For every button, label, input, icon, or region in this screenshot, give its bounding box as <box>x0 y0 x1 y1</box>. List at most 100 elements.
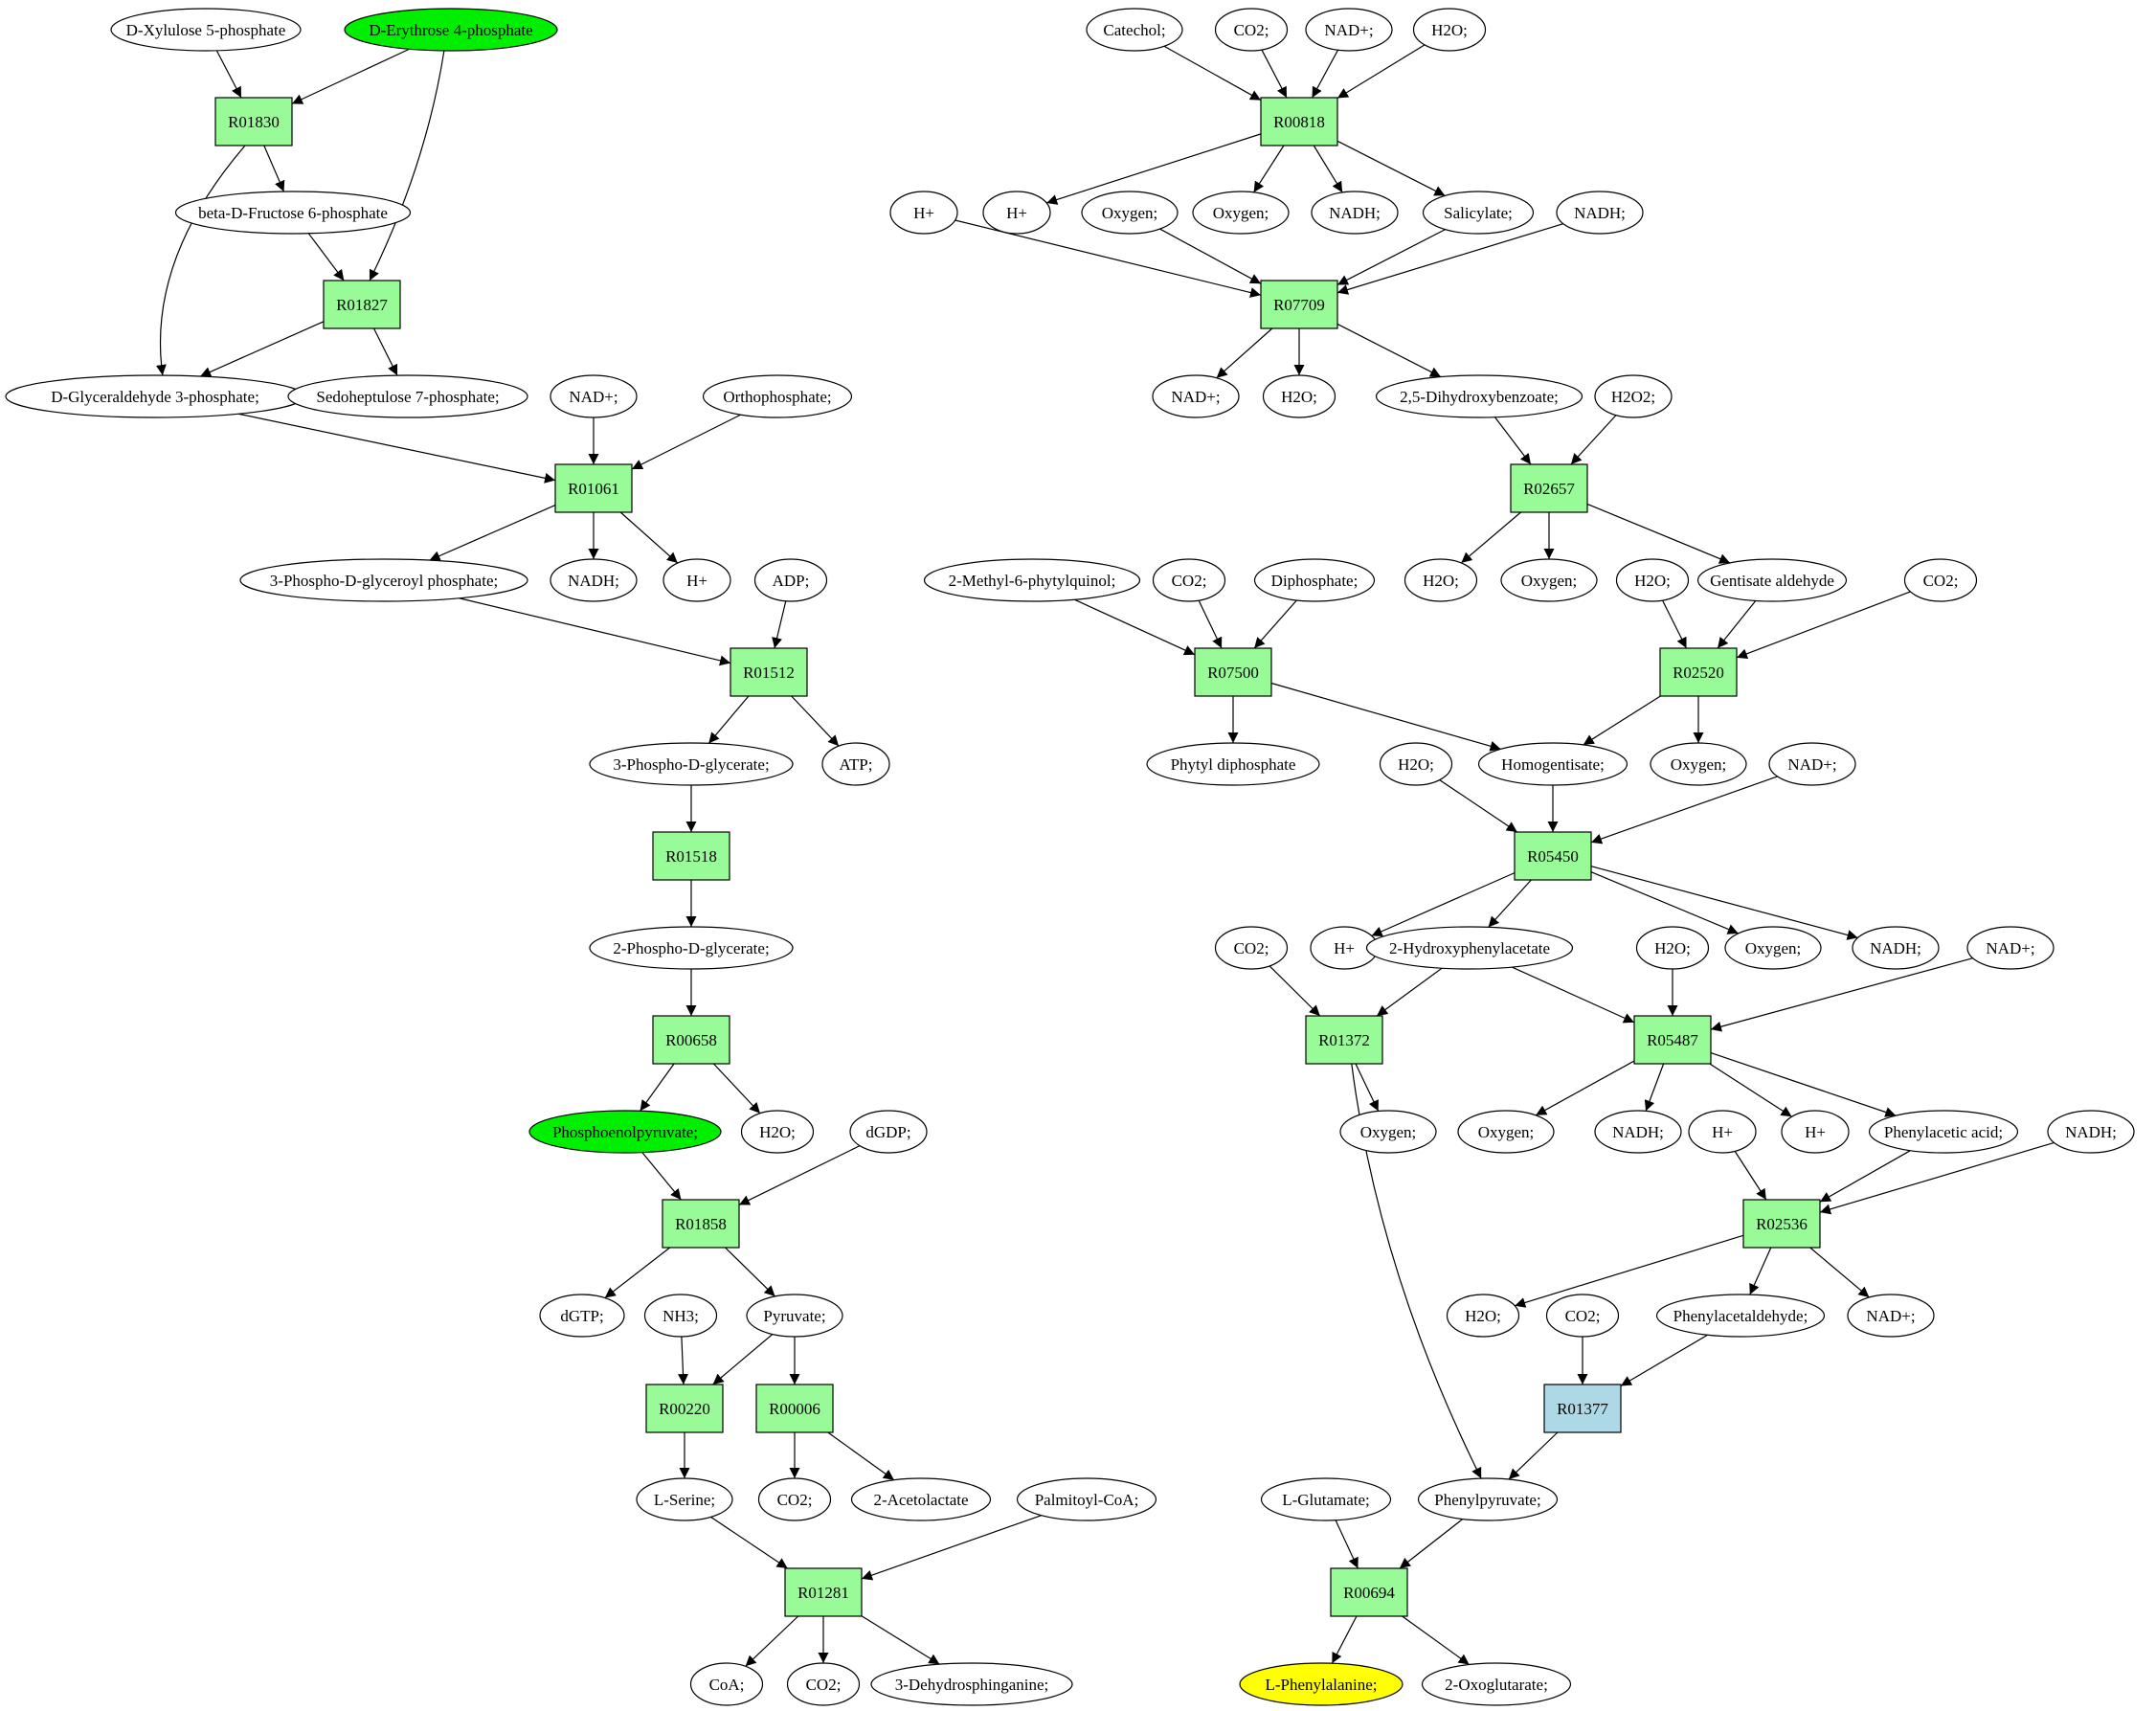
metabolite-node[interactable]: Phosphoenolpyruvate; <box>528 1110 722 1154</box>
metabolite-node[interactable]: 2-Acetolactate <box>850 1477 992 1521</box>
metabolite-node[interactable]: 2,5-Dihydroxybenzoate; <box>1375 374 1583 418</box>
metabolite-node[interactable]: CO2; <box>786 1662 861 1706</box>
metabolite-node[interactable]: NH3; <box>643 1294 718 1338</box>
metabolite-node[interactable]: H2O; <box>1635 926 1710 970</box>
reaction-node[interactable]: R01372 <box>1305 1015 1383 1065</box>
metabolite-node[interactable]: Phenylacetaldehyde; <box>1655 1294 1826 1338</box>
metabolite-node[interactable]: 3-Dehydrosphinganine; <box>870 1662 1073 1706</box>
metabolite-node[interactable]: Gentisate aldehyde <box>1696 558 1848 602</box>
metabolite-node[interactable]: Phenylacetic acid; <box>1868 1110 2019 1154</box>
metabolite-node[interactable]: H2O; <box>1446 1294 1520 1338</box>
reaction-node[interactable]: R01827 <box>323 280 401 329</box>
metabolite-node[interactable]: H+ <box>982 191 1051 235</box>
metabolite-node[interactable]: NADH; <box>1594 1110 1682 1154</box>
metabolite-node[interactable]: H+ <box>1781 1110 1850 1154</box>
metabolite-node[interactable]: 2-Methyl-6-phytylquinol; <box>923 558 1141 602</box>
reaction-node[interactable]: R01858 <box>662 1199 740 1249</box>
metabolite-node[interactable]: Oxygen; <box>1500 558 1598 602</box>
metabolite-node[interactable]: 2-Hydroxyphenylacetate <box>1365 926 1574 970</box>
reaction-node[interactable]: R00818 <box>1260 97 1338 146</box>
metabolite-node[interactable]: CO2; <box>1545 1294 1620 1338</box>
metabolite-node[interactable]: CO2; <box>1214 8 1289 52</box>
metabolite-node[interactable]: NAD+; <box>1768 742 1856 786</box>
metabolite-node[interactable]: NADH; <box>2047 1110 2135 1154</box>
reaction-node[interactable]: R05487 <box>1633 1015 1712 1065</box>
metabolite-node[interactable]: L-Phenylalanine; <box>1239 1662 1404 1706</box>
metabolite-node[interactable]: L-Glutamate; <box>1260 1477 1392 1521</box>
reaction-node[interactable]: R01830 <box>214 97 293 146</box>
reaction-node[interactable]: R07709 <box>1260 280 1338 329</box>
metabolite-node[interactable]: H2O; <box>1262 374 1336 418</box>
metabolite-node[interactable]: NAD+; <box>1966 926 2055 970</box>
metabolite-node[interactable]: Oxygen; <box>1650 742 1747 786</box>
metabolite-node[interactable]: D-Erythrose 4-phosphate <box>344 8 558 52</box>
metabolite-node[interactable]: dGTP; <box>539 1294 625 1338</box>
metabolite-node[interactable]: Homogentisate; <box>1477 742 1628 786</box>
metabolite-node[interactable]: NADH; <box>1556 191 1644 235</box>
metabolite-node[interactable]: H2O; <box>1615 558 1690 602</box>
metabolite-node[interactable]: 2-Oxoglutarate; <box>1421 1662 1572 1706</box>
metabolite-node[interactable]: D-Glyceraldehyde 3-phosphate; <box>5 374 305 418</box>
reaction-node[interactable]: R01061 <box>554 463 633 513</box>
metabolite-node[interactable]: H+ <box>663 558 731 602</box>
metabolite-label: NAD+; <box>1866 1307 1915 1325</box>
metabolite-node[interactable]: CO2; <box>1903 558 1978 602</box>
reaction-node[interactable]: R01512 <box>730 647 808 697</box>
metabolite-node[interactable]: Oxygen; <box>1339 1110 1437 1154</box>
metabolite-node[interactable]: NAD+; <box>1152 374 1240 418</box>
metabolite-node[interactable]: H2O; <box>740 1110 815 1154</box>
reaction-node[interactable]: R02536 <box>1742 1199 1821 1249</box>
metabolite-node[interactable]: H+ <box>1688 1110 1757 1154</box>
reaction-node[interactable]: R01281 <box>784 1567 863 1617</box>
metabolite-node[interactable]: Pyruvate; <box>746 1294 843 1338</box>
metabolite-node[interactable]: H2O; <box>1379 742 1453 786</box>
metabolite-node[interactable]: Diphosphate; <box>1253 558 1376 602</box>
metabolite-node[interactable]: Salicylate; <box>1422 191 1535 235</box>
metabolite-node[interactable]: 3-Phospho-D-glyceroyl phosphate; <box>239 558 528 602</box>
metabolite-node[interactable]: Oxygen; <box>1192 191 1290 235</box>
reaction-node[interactable]: R07500 <box>1194 647 1272 697</box>
metabolite-node[interactable]: Phytyl diphosphate <box>1146 742 1320 786</box>
reaction-node[interactable]: R02520 <box>1659 647 1738 697</box>
metabolite-node[interactable]: 2-Phospho-D-glycerate; <box>589 926 794 970</box>
reaction-node[interactable]: R01377 <box>1543 1384 1622 1433</box>
metabolite-node[interactable]: NADH; <box>1852 926 1940 970</box>
metabolite-node[interactable]: CO2; <box>1214 926 1289 970</box>
metabolite-node[interactable]: ADP; <box>753 558 828 602</box>
metabolite-node[interactable]: Phenylpyruvate; <box>1417 1477 1559 1521</box>
reaction-node[interactable]: R05450 <box>1514 831 1592 881</box>
edge-r07500-to-m_homogent <box>1270 682 1501 752</box>
metabolite-node[interactable]: Oxygen; <box>1081 191 1179 235</box>
metabolite-node[interactable]: H2O; <box>1404 558 1478 602</box>
reaction-node[interactable]: R00220 <box>645 1384 724 1433</box>
metabolite-node[interactable]: L-Serine; <box>636 1477 733 1521</box>
metabolite-node[interactable]: NAD+; <box>550 374 638 418</box>
metabolite-node[interactable]: H+ <box>889 191 958 235</box>
metabolite-node[interactable]: NADH; <box>1311 191 1399 235</box>
metabolite-node[interactable]: H+ <box>1310 926 1379 970</box>
metabolite-node[interactable]: Orthophosphate; <box>702 374 853 418</box>
metabolite-node[interactable]: 3-Phospho-D-glycerate; <box>589 742 794 786</box>
metabolite-node[interactable]: NADH; <box>550 558 638 602</box>
metabolite-node[interactable]: ATP; <box>821 742 890 786</box>
metabolite-node[interactable]: dGDP; <box>849 1110 928 1154</box>
metabolite-node[interactable]: H2O2; <box>1594 374 1673 418</box>
reaction-node[interactable]: R00694 <box>1330 1567 1408 1617</box>
metabolite-node[interactable]: Sedoheptulose 7-phosphate; <box>287 374 528 418</box>
metabolite-node[interactable]: Palmitoyl-CoA; <box>1016 1477 1157 1521</box>
reaction-node[interactable]: R01518 <box>652 831 730 881</box>
metabolite-node[interactable]: Oxygen; <box>1457 1110 1555 1154</box>
metabolite-node[interactable]: Catechol; <box>1086 8 1183 52</box>
metabolite-node[interactable]: Oxygen; <box>1724 926 1822 970</box>
metabolite-node[interactable]: NAD+; <box>1305 8 1393 52</box>
metabolite-node[interactable]: D-Xylulose 5-phosphate <box>110 8 302 52</box>
metabolite-node[interactable]: CO2; <box>1152 558 1226 602</box>
metabolite-node[interactable]: CO2; <box>757 1477 832 1521</box>
metabolite-node[interactable]: NAD+; <box>1847 1294 1935 1338</box>
metabolite-node[interactable]: H2O; <box>1412 8 1487 52</box>
metabolite-node[interactable]: CoA; <box>689 1662 764 1706</box>
reaction-node[interactable]: R00006 <box>755 1384 834 1433</box>
reaction-node[interactable]: R02657 <box>1510 463 1588 513</box>
metabolite-node[interactable]: beta-D-Fructose 6-phosphate <box>174 191 412 235</box>
reaction-node[interactable]: R00658 <box>652 1015 730 1065</box>
